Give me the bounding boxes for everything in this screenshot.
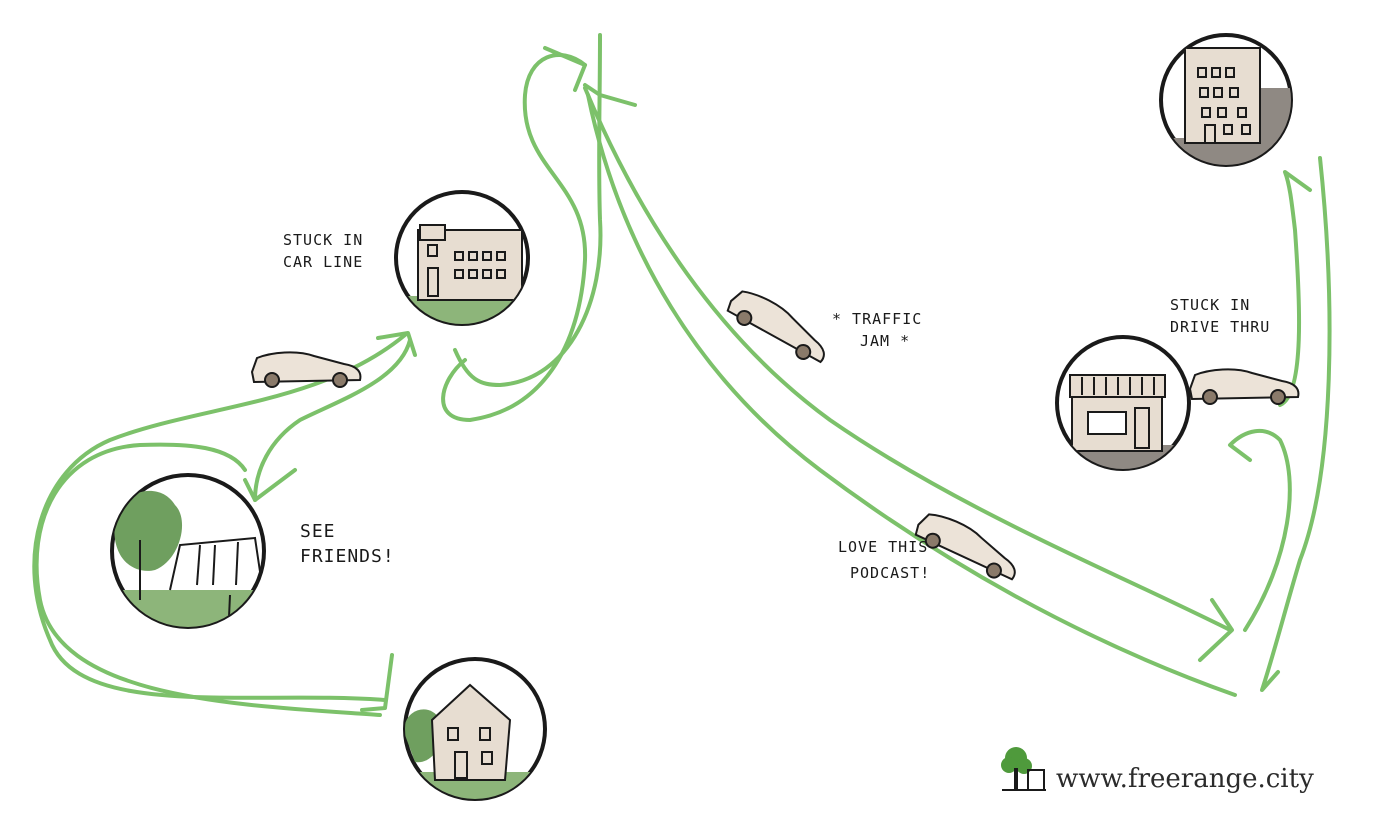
school-scene <box>390 192 540 336</box>
brand-url: www.freerange.city <box>1056 764 1314 794</box>
car-drive-thru <box>1190 369 1298 404</box>
brand: www.freerange.city <box>1001 747 1314 794</box>
shop-window <box>1088 412 1126 434</box>
car-left <box>252 352 360 387</box>
route-drive-thru-to-office <box>1280 172 1310 405</box>
home-scene <box>400 659 560 812</box>
route-arrow-home <box>362 655 392 710</box>
route-drive-thru-loop <box>1230 431 1290 630</box>
label-school-line2: CAR LINE <box>283 253 363 271</box>
label-traffic-line2: JAM * <box>860 332 910 350</box>
car-traffic-jam <box>724 284 835 368</box>
label-park-line1: SEE <box>300 521 336 542</box>
label-school-line1: STUCK IN <box>283 231 363 249</box>
label-podcast-line1: LOVE THIS <box>838 538 928 556</box>
label-drive-thru-line2: DRIVE THRU <box>1170 318 1270 336</box>
label-podcast-line2: PODCAST! <box>850 564 930 582</box>
shop-door <box>1135 408 1149 448</box>
route-arrow-park <box>245 470 295 500</box>
label-traffic-line1: * TRAFFIC <box>832 310 922 328</box>
label-park-line2: FRIENDS! <box>300 546 395 567</box>
freerange-logo-icon <box>1001 747 1046 790</box>
label-drive-thru-line1: STUCK IN <box>1170 296 1250 314</box>
office-scene <box>1160 35 1300 178</box>
drive-thru-scene <box>1050 337 1200 485</box>
